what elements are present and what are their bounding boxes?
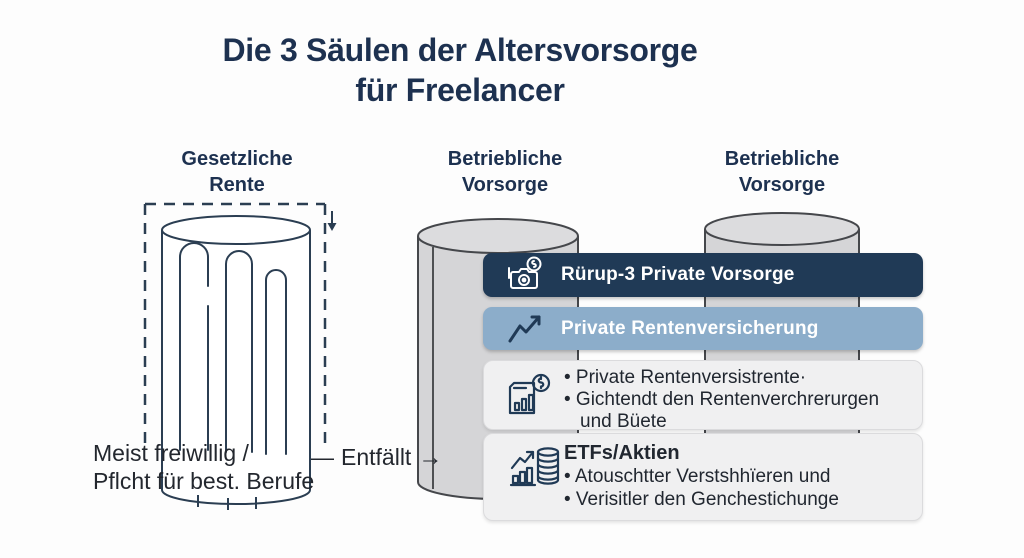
connector-dash: — bbox=[311, 444, 334, 470]
card-etf-aktien: ETFs/Aktien • Atouschtter Verstshhïeren … bbox=[483, 433, 923, 521]
savings-box-icon bbox=[508, 256, 542, 289]
entfaellt-connector: — Entfällt → bbox=[311, 444, 442, 471]
card-ruerup-label: Rürup-3 Private Vorsorge bbox=[561, 264, 795, 285]
card-private-rente: Private Rentenversicherung bbox=[483, 307, 923, 350]
column-header-betriebliche-vorsorge-1: Betriebliche Vorsorge bbox=[395, 146, 615, 198]
bullet-item: • Private Rentenversistrente· bbox=[564, 367, 807, 388]
bullet-item: • Gichtendt den Rentenverchrerurgen und … bbox=[564, 389, 880, 432]
column-header-betriebliche-vorsorge-2: Betriebliche Vorsorge bbox=[672, 146, 892, 198]
card-etf-content: ETFs/Aktien • Atouschtter Verstshhïeren … bbox=[564, 434, 922, 511]
outlined-pillar-with-dashed-box bbox=[143, 202, 337, 510]
cards-stack: Rürup-3 Private Vorsorge Private Rentenv… bbox=[483, 0, 923, 558]
left-pillar-note: Meist freiwillig / Pflcht für best. Beru… bbox=[93, 439, 314, 495]
column-header-line: Gesetzliche bbox=[181, 148, 293, 170]
white-column-cylinder bbox=[161, 215, 311, 510]
column-header-line: Vorsorge bbox=[461, 174, 549, 196]
chart-dollar-icon bbox=[508, 373, 551, 415]
page-title: Die 3 Säulen der Altersvorsorge für Free… bbox=[60, 30, 860, 110]
card-rente-details-content: • Private Rentenversistrente· • Gichtend… bbox=[564, 361, 922, 433]
page-title-line2: für Freelancer bbox=[355, 72, 565, 108]
left-pillar-note-line2: Pflcht für best. Berufe bbox=[93, 468, 315, 494]
right-arrow-icon: → bbox=[418, 443, 443, 471]
column-header-line: Betriebliche bbox=[447, 148, 563, 170]
page-title-line1: Die 3 Säulen der Altersvorsorge bbox=[222, 32, 698, 68]
card-etf-title: ETFs/Aktien bbox=[564, 442, 680, 464]
column-header-gesetzliche-rente: Gesetzliche Rente bbox=[127, 146, 347, 198]
card-ruerup: Rürup-3 Private Vorsorge bbox=[483, 253, 923, 297]
dashed-box bbox=[143, 202, 327, 443]
card-rente-details: • Private Rentenversistrente· • Gichtend… bbox=[483, 360, 923, 433]
down-arrow-icon bbox=[327, 211, 337, 231]
chart-coins-icon bbox=[509, 447, 560, 487]
card-private-rente-label: Private Rentenversicherung bbox=[561, 317, 819, 339]
column-header-line: Rente bbox=[209, 174, 265, 196]
column-header-line: Vorsorge bbox=[738, 174, 826, 196]
left-pillar-note-line1: Meist freiwillig / bbox=[93, 440, 249, 466]
connector-label: Entfällt bbox=[341, 444, 412, 470]
trend-arrow-icon bbox=[508, 315, 541, 342]
bullet-item: • Verisitler den Genchestichunge bbox=[564, 489, 839, 510]
bullet-item: • Atouschtter Verstshhïeren und bbox=[564, 466, 831, 487]
column-header-line: Betriebliche bbox=[724, 148, 840, 170]
